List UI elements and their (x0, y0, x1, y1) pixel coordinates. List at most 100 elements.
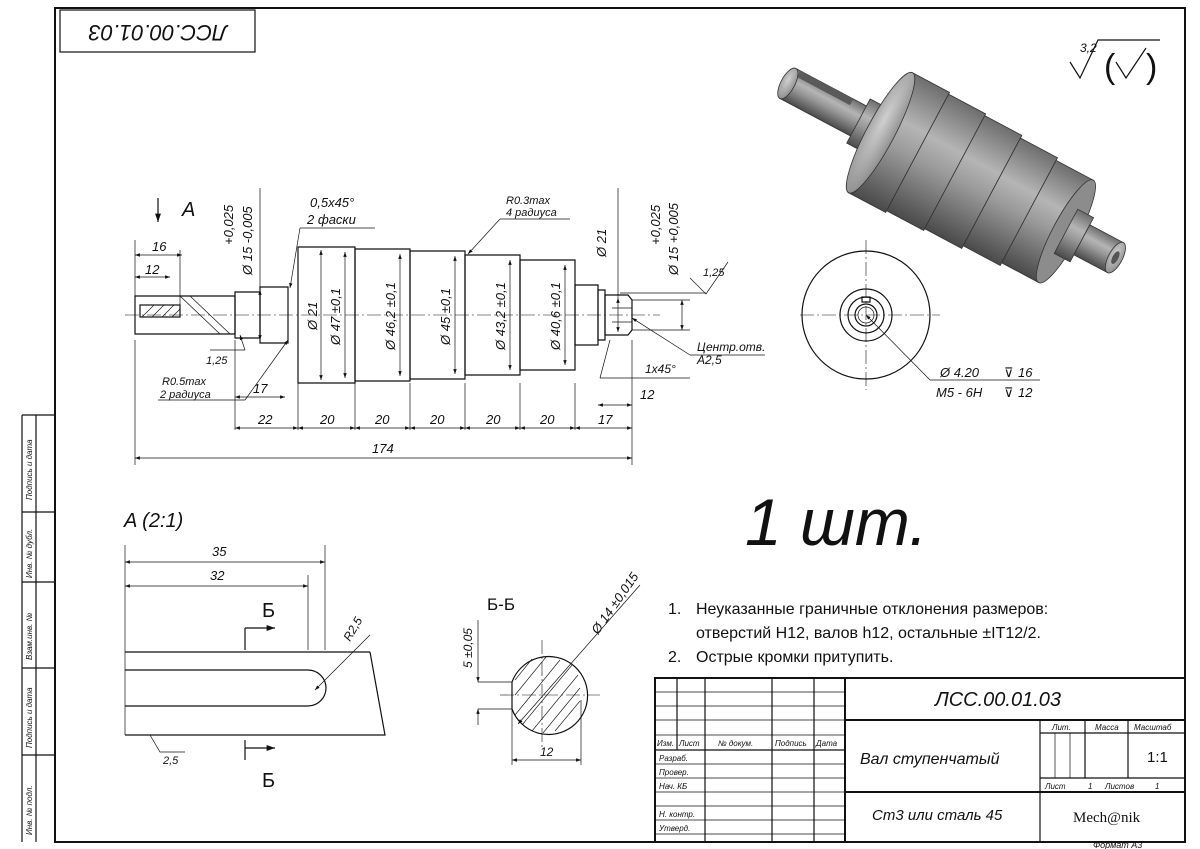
tb-col-doc: № докум. (718, 739, 753, 748)
len-22: 22 (257, 412, 273, 427)
section-title: Б-Б (487, 595, 515, 614)
key-len-12: 12 (145, 262, 160, 277)
tb-col-sign: Подпись (775, 739, 807, 748)
r05-count: 2 радиуса (159, 389, 211, 401)
top-stamp-code: ЛСС.00.01.03 (88, 20, 229, 45)
end-view (800, 240, 1040, 390)
shaft-diameter-dims (258, 188, 620, 380)
detail-roughness: 2,5 (162, 755, 179, 767)
roughness-mark: 3,2 ( ) (1069, 39, 1160, 86)
hole-diameter: Ø 4.20 (939, 365, 980, 380)
tb-sheets-num: 1 (1155, 782, 1159, 791)
paren-open-icon: ( (1104, 48, 1116, 86)
quantity: 1 шт. (745, 485, 927, 559)
left-bottom-notes: 1,25 R0.5max 2 радиуса (158, 334, 289, 401)
dia-46-2: Ø 46,2 ±0,1 (383, 282, 398, 351)
tb-company: Mech@nik (1073, 810, 1141, 826)
tb-col-date: Дата (815, 739, 838, 748)
section-hatch (514, 656, 581, 734)
note-1-line-1: Неуказанные граничные отклонения размеро… (696, 601, 1048, 618)
dia-21-left: Ø 21 (305, 302, 320, 331)
thread-spec: M5 - 6H (936, 385, 983, 400)
chamfer-size: 0,5x45° (310, 195, 354, 210)
tb-name: Вал ступенчатый (860, 751, 1000, 768)
len-17-left: 17 (253, 381, 268, 396)
len-20-d: 20 (485, 412, 501, 427)
tb-lit: Лит. (1051, 723, 1071, 732)
thread-depth: 12 (1018, 385, 1033, 400)
len-20-a: 20 (319, 412, 335, 427)
note-2-line-1: Острые кромки притупить. (696, 649, 893, 666)
radius-max: R0.3max (506, 195, 551, 207)
roughness-right-value: 1,25 (703, 267, 725, 279)
tb-massa: Масса (1095, 723, 1119, 732)
detail-a: A (2:1) 35 32 Б Б R2,5 2,5 (123, 510, 386, 792)
side-label-dupl: Инв. № дубл. (25, 529, 34, 578)
hole-depth: 16 (1018, 365, 1033, 380)
tb-format: Формат А3 (1093, 840, 1142, 849)
detail-a-title: A (2:1) (123, 510, 183, 532)
radius-count: 4 радиуса (506, 207, 557, 219)
tb-sheets-label: Листов (1104, 782, 1134, 791)
total-length: 174 (372, 441, 394, 456)
detail-len-35: 35 (212, 544, 227, 559)
tol-right-bottom: Ø 15 +0,005 (666, 202, 681, 276)
len-20-b: 20 (374, 412, 390, 427)
tb-designation: ЛСС.00.01.03 (933, 689, 1061, 711)
key-len-16: 16 (152, 239, 167, 254)
roughness-value: 3,2 (1080, 41, 1097, 55)
radius-note: R0.3max 4 радиуса (467, 195, 570, 255)
cut-label-bottom: Б (262, 770, 275, 792)
r05-max: R0.5max (162, 376, 207, 388)
side-label-sign-date-2: Подпись и дата (25, 687, 34, 748)
end-view-labels: Ø 4.20 ⊽ 16 M5 - 6H ⊽ 12 (936, 365, 1033, 400)
view-a-label: A (181, 199, 195, 221)
dia-45: Ø 45 ±0,1 (438, 288, 453, 346)
note-1-num: 1. (668, 601, 681, 618)
paren-close-icon: ) (1146, 48, 1157, 86)
tb-sheet-num: 1 (1088, 782, 1092, 791)
roughness-left-value: 1,25 (206, 355, 228, 367)
side-label-replace: Взам.инв. № (25, 612, 34, 660)
section-width: 12 (540, 745, 554, 759)
shaft-diameter-labels: Ø 21 Ø 47 ±0,1 Ø 46,2 ±0,1 Ø 45 ±0,1 Ø 4… (221, 202, 681, 351)
detail-radius: R2,5 (340, 614, 365, 643)
note-2-num: 2. (668, 649, 681, 666)
tb-row-nach: Нач. КБ (659, 782, 687, 791)
tol-left-top: +0,025 (221, 204, 236, 245)
roughness-right: 1,25 (620, 261, 729, 295)
keyway-length-dims: 16 12 (134, 239, 182, 305)
tb-row-utverd: Утверд. (658, 824, 690, 833)
tb-row-nkontr: Н. контр. (659, 810, 695, 819)
chamfer-right: 1x45° (645, 362, 676, 376)
right-end-notes: 1x45° Центр.отв. A2,5 (599, 299, 765, 379)
tb-col-izm: Изм. (657, 739, 674, 748)
len-17-right: 17 (598, 412, 613, 427)
title-block (654, 677, 1186, 843)
dia-43-2: Ø 43,2 ±0,1 (493, 282, 508, 351)
tb-sheet-label: Лист (1044, 782, 1066, 791)
dia-40-6: Ø 40,6 ±0,1 (548, 282, 563, 351)
tb-masshtab: Масштаб (1134, 723, 1172, 732)
section-bb: Б-Б 5 ±0,05 12 Ø 14 ±0,015 (461, 569, 642, 765)
side-label-sign-date-1: Подпись и дата (25, 439, 34, 500)
center-hole: Центр.отв. (697, 340, 765, 354)
check-roughness-icon (1115, 47, 1147, 80)
depth-icon: ⊽ (1004, 365, 1014, 380)
len-12-right: 12 (640, 387, 655, 402)
tb-col-list: Лист (678, 739, 700, 748)
dia-47: Ø 47 ±0,1 (328, 288, 343, 346)
side-labels: Подпись и дата Инв. № дубл. Взам.инв. № … (25, 439, 34, 835)
dia-21-right: Ø 21 (594, 229, 609, 258)
keyway-hatch (141, 304, 181, 318)
shaft-3d-render (777, 67, 1126, 284)
cut-label-top: Б (262, 600, 275, 622)
tb-row-prover: Провер. (659, 768, 689, 777)
top-stamp: ЛСС.00.01.03 (59, 9, 256, 53)
chamfer-note: 0,5x45° 2 фаски (289, 195, 375, 289)
frame (21, 7, 1186, 843)
depth-icon-2: ⊽ (1004, 385, 1014, 400)
technical-notes: 1. Неуказанные граничные отклонения разм… (668, 601, 1048, 666)
tb-row-razrab: Разраб. (659, 754, 688, 763)
